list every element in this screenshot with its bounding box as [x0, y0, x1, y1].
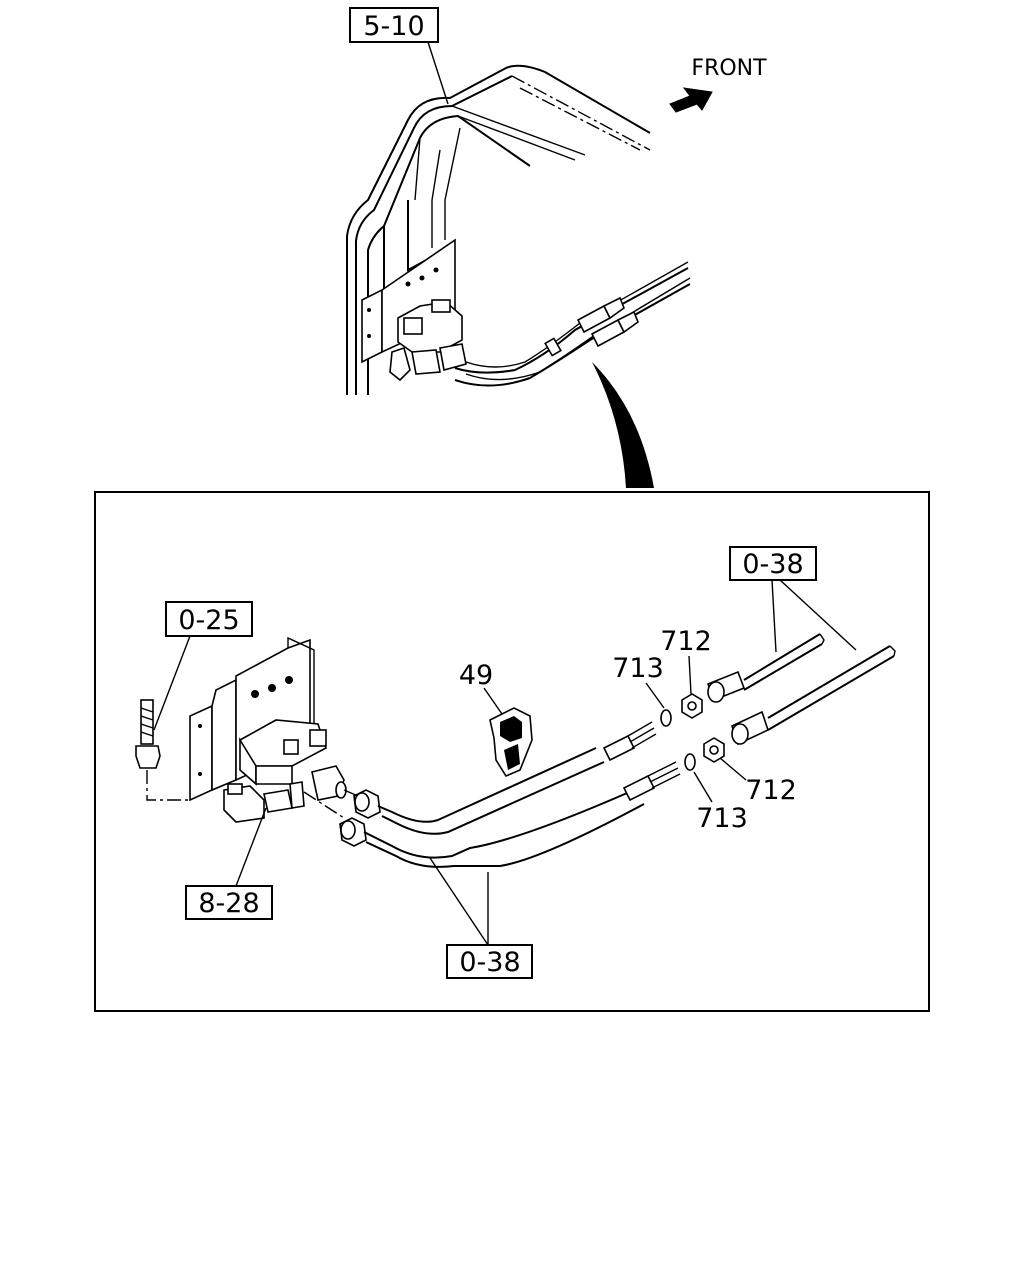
callout-8-28-label: 8-28	[198, 888, 259, 919]
callout-0-38-bottom-label: 0-38	[459, 947, 520, 978]
callout-0-38-top[interactable]: 0-38	[729, 546, 857, 653]
callout-0-38-bottom[interactable]: 0-38	[429, 857, 533, 979]
part-713-lower-label: 713	[696, 803, 748, 834]
part-49-label: 49	[459, 660, 493, 691]
detail-frame	[94, 491, 930, 1012]
part-712-upper-label: 712	[660, 626, 712, 657]
front-indicator: FRONT	[669, 56, 767, 113]
label-49[interactable]: 49	[459, 660, 503, 715]
label-712-lower[interactable]: 712	[719, 757, 797, 806]
part-712-lower-label: 712	[745, 775, 797, 806]
bolt-0-25	[135, 699, 190, 801]
callout-0-38-top-label: 0-38	[742, 549, 803, 580]
front-arrow-icon	[669, 87, 713, 113]
callout-5-10-label: 5-10	[363, 11, 424, 42]
callout-0-25[interactable]: 0-25	[153, 601, 253, 731]
clip-49	[489, 707, 533, 778]
zoom-pointer-icon	[592, 362, 654, 488]
callout-5-10[interactable]: 5-10	[349, 7, 449, 105]
callout-0-25-label: 0-25	[178, 605, 239, 636]
valve-bracket-assembly	[189, 636, 347, 823]
label-713-lower[interactable]: 713	[693, 771, 748, 834]
cab-frame-overview	[346, 64, 691, 395]
label-713-upper[interactable]: 713	[612, 653, 665, 709]
part-713-upper-label: 713	[612, 653, 664, 684]
front-label: FRONT	[691, 56, 767, 81]
callout-8-28[interactable]: 8-28	[185, 807, 273, 920]
label-712-upper[interactable]: 712	[660, 626, 712, 695]
brake-hoses	[339, 721, 681, 868]
hose-ends-right	[706, 633, 896, 746]
washers-and-nuts	[660, 693, 725, 771]
